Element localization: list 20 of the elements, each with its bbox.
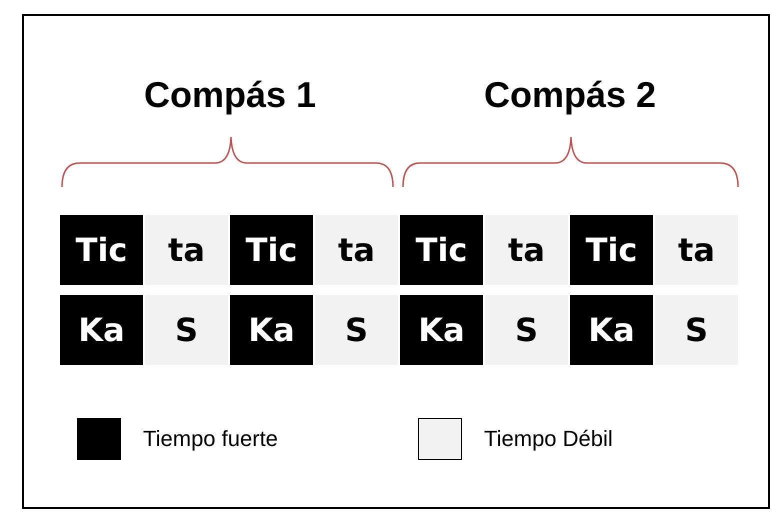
beat-cell: Ka — [60, 295, 143, 365]
legend-label: Tiempo fuerte — [143, 426, 278, 452]
beat-cell: Tic — [60, 215, 143, 285]
beat-cell: ta — [315, 215, 398, 285]
beat-cell: S — [485, 295, 568, 365]
measure-heading: Compás 1 — [142, 74, 318, 116]
legend-label: Tiempo Débil — [484, 426, 613, 452]
beat-cell: ta — [145, 215, 228, 285]
beat-cell: S — [315, 295, 398, 365]
beat-cell: ta — [655, 215, 738, 285]
beat-cell: Ka — [570, 295, 653, 365]
beat-cell: S — [145, 295, 228, 365]
beat-cell: Ka — [400, 295, 483, 365]
beat-cell: ta — [485, 215, 568, 285]
measure-heading: Compás 2 — [482, 74, 658, 116]
beat-cell: Tic — [400, 215, 483, 285]
beat-cell: Tic — [230, 215, 313, 285]
beat-cell: S — [655, 295, 738, 365]
beat-cell: Ka — [230, 295, 313, 365]
beat-cell: Tic — [570, 215, 653, 285]
